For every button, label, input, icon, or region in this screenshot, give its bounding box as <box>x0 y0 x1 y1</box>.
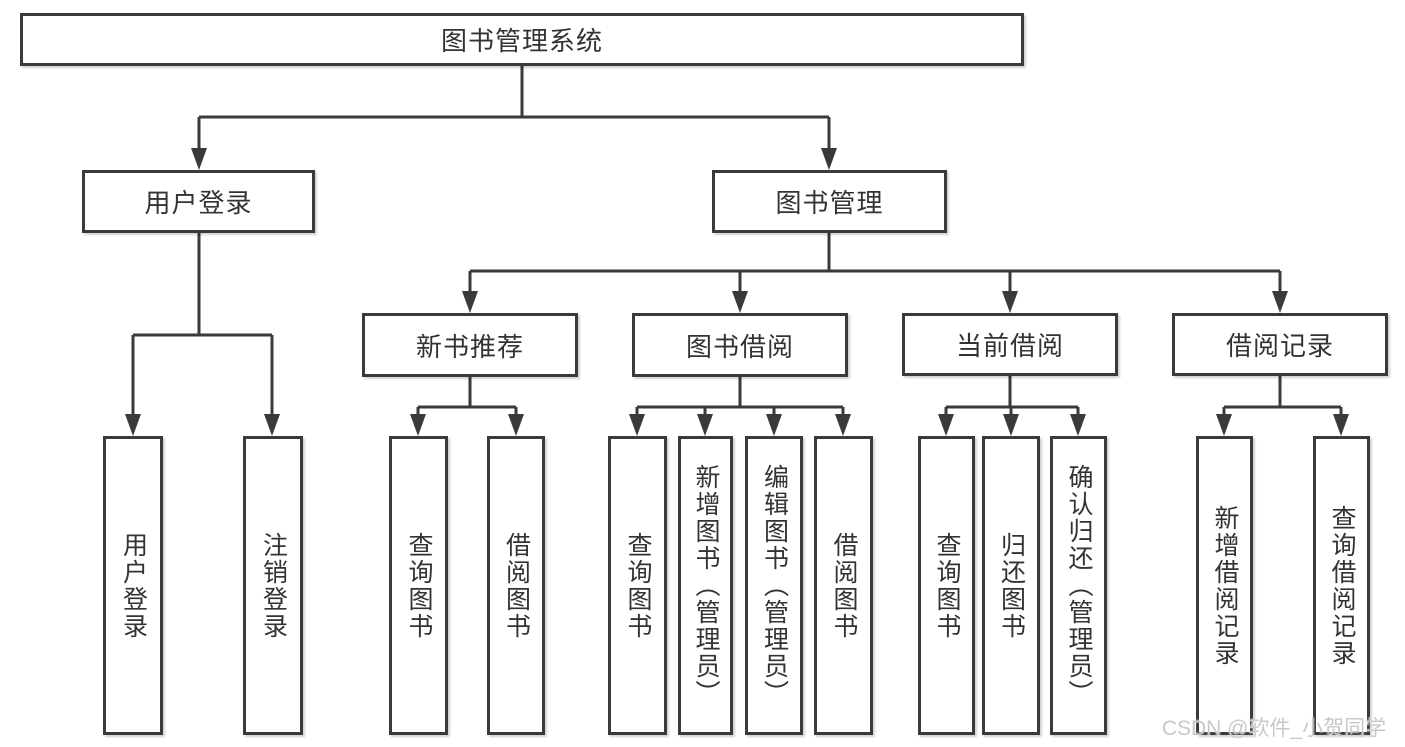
node-user-login: 用户登录 <box>82 170 315 233</box>
arrowheads <box>125 148 1349 436</box>
leaf-br-query-record: 查询借阅记录 <box>1313 436 1370 735</box>
leaf-rec-query-books: 查询图书 <box>389 436 448 735</box>
leaf-cb-confirm-return-admin: 确认归还（管理员） <box>1050 436 1107 735</box>
leaf-bb-borrow-books: 借阅图书 <box>814 436 873 735</box>
leaf-rec-borrow-books: 借阅图书 <box>487 436 545 735</box>
leaf-br-add-record: 新增借阅记录 <box>1196 436 1253 735</box>
node-borrowing-records: 借阅记录 <box>1172 313 1388 376</box>
node-book-borrowing: 图书借阅 <box>632 313 848 377</box>
leaf-bb-edit-books-admin: 编辑图书（管理员） <box>745 436 803 735</box>
node-current-borrowing: 当前借阅 <box>902 313 1118 376</box>
leaf-user-login: 用户登录 <box>103 436 163 735</box>
csdn-watermark: CSDN @软件_小贺同学 <box>1161 717 1387 740</box>
leaf-logout: 注销登录 <box>243 436 303 735</box>
leaf-bb-add-books-admin: 新增图书（管理员） <box>678 436 733 735</box>
node-book-management: 图书管理 <box>712 170 947 233</box>
leaf-bb-query-books: 查询图书 <box>608 436 667 735</box>
leaf-cb-return-books: 归还图书 <box>982 436 1040 735</box>
node-root-system: 图书管理系统 <box>20 13 1024 66</box>
leaf-cb-query-books: 查询图书 <box>918 436 975 735</box>
node-new-book-recommendation: 新书推荐 <box>362 313 578 377</box>
